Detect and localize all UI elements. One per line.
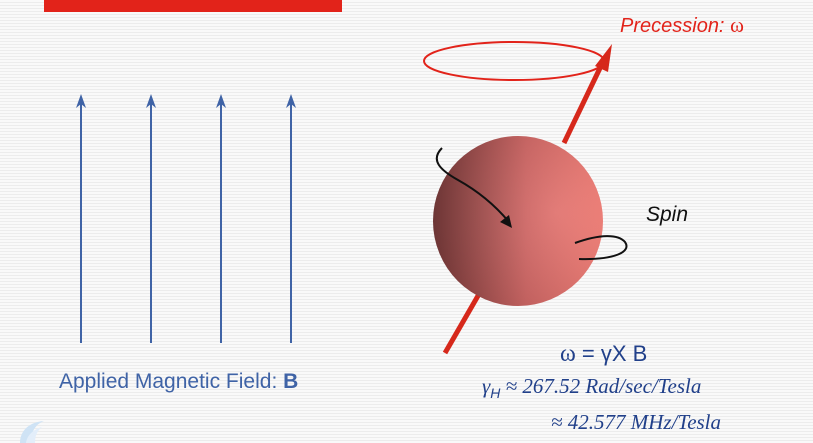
gamma-symbol: γ [482,374,491,398]
gyromagnetic-ratio-mhz: ≈ 42.577 MHz/Tesla [551,410,722,434]
field-lines [76,94,296,343]
arrow-up-icon [76,94,86,108]
precession-label: Precession: ω [620,13,744,38]
spin-axis-arrowhead [595,44,612,72]
precession-orbit [423,41,605,81]
larmor-equation-rhs: = γX B [575,341,648,366]
spin-arrow-icon [435,147,628,261]
applied-field-text: Applied Magnetic Field: [59,370,284,393]
arrow-up-icon [216,94,226,108]
arrow-up-icon [146,94,156,108]
larmor-equation: ω = γX B [560,341,647,368]
arrow-up-icon [286,94,296,108]
applied-field-label: Applied Magnetic Field: B [59,370,298,394]
spin-label: Spin [646,203,689,226]
title-bar [44,0,342,12]
swirl-icon [20,421,44,443]
applied-field-symbol: B [283,370,299,393]
spin-axis-upper [561,64,604,145]
precession-text: Precession: [620,15,731,37]
omega-symbol: ω [560,341,576,367]
gamma-value: ≈ 267.52 Rad/sec/Tesla [500,374,702,398]
gamma-subscript: H [490,385,501,402]
gyromagnetic-ratio: γH ≈ 267.52 Rad/sec/Tesla [482,374,701,401]
precession-symbol: ω [730,13,744,37]
proton-sphere-shade [433,136,603,306]
